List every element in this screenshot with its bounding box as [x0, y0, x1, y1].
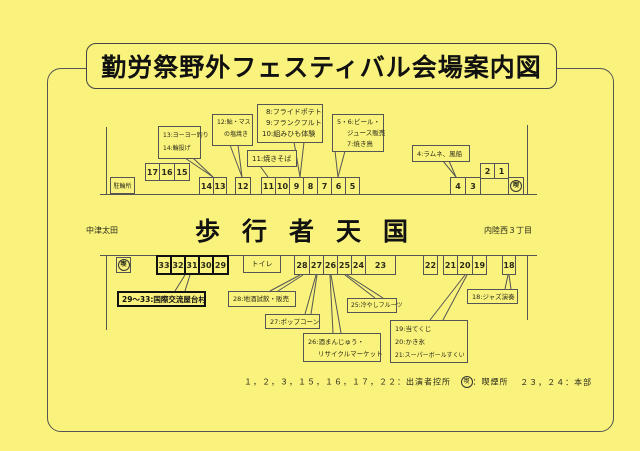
booth-22: 22 [423, 255, 438, 275]
callout-13-14: 13:ヨーヨー釣り 14:輪投げ [158, 126, 209, 159]
booth-27: 27 [309, 255, 324, 275]
street-main-label: 歩行者天国 [195, 217, 431, 246]
booth-23: 23 [365, 255, 396, 275]
booth-6: 6 [331, 177, 346, 195]
callout-line: 12:鮎・マス [217, 119, 251, 126]
legend-performers: １，２，３，１５，１６，１７，２２：出演者控所 [244, 377, 451, 387]
street-west-label: 中津太田 [86, 226, 118, 235]
booth-10: 10 [275, 177, 290, 195]
booth-28: 28 [294, 255, 310, 275]
booth-bicycle-parking: 駐輪所 [110, 177, 135, 194]
booth-1-2-annex [480, 178, 509, 195]
callout-28: 28:地酒試飲・販売 [228, 291, 296, 307]
north-boundary-right [527, 125, 528, 194]
callout-4: 4:ラムネ、風船 [412, 145, 470, 162]
booth-2: 2 [480, 163, 495, 179]
booth-26: 26 [323, 255, 338, 275]
callout-line: 21:スーパーボールすくい [395, 352, 465, 359]
callout-12: 12:鮎・マス の塩焼き [212, 114, 253, 146]
booth-14: 14 [199, 177, 214, 195]
booth-13: 13 [213, 177, 227, 195]
callout-line: 9:フランクフルト [266, 119, 322, 127]
callout-line: 10:組みひも体験 [262, 130, 316, 138]
smoking-area-north: 喫 [508, 177, 524, 195]
legend-hq: ２３，２４：本部 [520, 377, 593, 387]
booth-8: 8 [303, 177, 318, 195]
booth-7: 7 [317, 177, 332, 195]
callout-25: 25:冷やしフルーツ [347, 298, 403, 313]
callout-line: 13:ヨーヨー釣り [163, 132, 209, 139]
smoking-icon: 喫 [510, 180, 522, 192]
callout-line: 26:酒まんじゅう・ [308, 338, 364, 346]
smoking-icon: 喫 [460, 376, 473, 388]
street-east-label: 内陸西３丁目 [484, 226, 532, 235]
callout-line: 8:フライドポテト [266, 108, 322, 116]
callout-line: 14:輪投げ [163, 145, 191, 152]
booth-3: 3 [465, 177, 481, 195]
booth-33: 33 [156, 255, 172, 275]
north-boundary-left [106, 127, 107, 194]
booth-15: 15 [174, 163, 190, 181]
callout-19-21: 19:当てくじ 20:かき氷 21:スーパーボールすくい [390, 320, 468, 363]
toilet: トイレ [243, 255, 281, 273]
booth-19: 19 [472, 255, 487, 275]
callout-line: 7:焼き鳥 [347, 140, 373, 148]
smoking-area-south: 喫 [116, 257, 131, 273]
booth-25: 25 [337, 255, 352, 275]
callout-line: 19:当てくじ [395, 325, 432, 333]
booth-9: 9 [289, 177, 304, 195]
callout-5-7: 5・6:ビール・ ジュース販売 7:焼き鳥 [332, 114, 386, 152]
south-boundary-left [106, 255, 107, 330]
legend: １，２，３，１５，１６，１７，２２：出演者控所 喫：喫煙所 ２３，２４：本部 [244, 376, 592, 388]
booth-21: 21 [443, 255, 458, 275]
booth-29: 29 [212, 255, 229, 275]
callout-11: 11:焼きそば [247, 150, 297, 167]
legend-smoking: ：喫煙所 [472, 377, 509, 387]
callout-18: 18:ジャズ演奏 [467, 289, 518, 304]
callout-line: 5・6:ビール・ [337, 118, 380, 126]
south-boundary-right [527, 255, 528, 320]
booth-12: 12 [235, 177, 251, 195]
booth-17: 17 [145, 163, 160, 181]
callout-29-33: 29～33:国際交流屋台村 [117, 291, 206, 307]
booth-18: 18 [502, 255, 516, 275]
booth-20: 20 [457, 255, 473, 275]
callout-line: の塩焼き [223, 131, 248, 138]
smoking-icon: 喫 [117, 259, 130, 271]
callout-line: リサイクルマーケット [318, 350, 383, 358]
page-title: 勤労祭野外フェスティバル会場案内図 [86, 43, 557, 89]
booth-1: 1 [494, 163, 509, 179]
booth-4: 4 [450, 177, 466, 195]
callout-8-10: 8:フライドポテト 9:フランクフルト 10:組みひも体験 [257, 104, 323, 143]
callout-27: 27:ポップコーン [265, 314, 320, 329]
callout-line: 20:かき氷 [395, 338, 425, 346]
booth-11: 11 [261, 177, 276, 195]
callout-line: ジュース販売 [347, 129, 386, 137]
booth-5: 5 [345, 177, 360, 195]
booth-24: 24 [351, 255, 366, 275]
callout-26: 26:酒まんじゅう・ リサイクルマーケット [303, 333, 383, 362]
booth-16: 16 [159, 163, 175, 181]
